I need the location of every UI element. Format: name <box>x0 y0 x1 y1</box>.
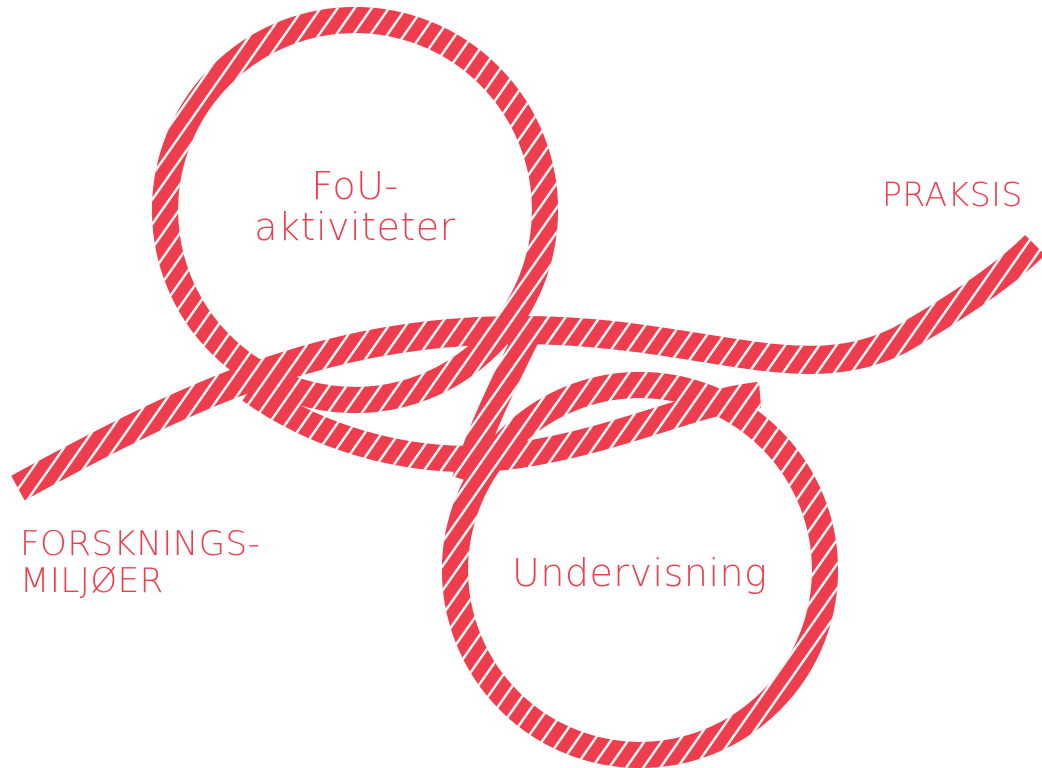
rope-strand-crossing <box>242 324 762 484</box>
rope-loop-fou <box>152 7 558 413</box>
label-forskning-line1: FORSKNINGS- <box>20 524 261 564</box>
label-fou-line2: aktiviteter <box>254 205 456 250</box>
label-fou-line1: FoU- <box>311 164 399 208</box>
label-praksis: PRAKSIS <box>882 175 1023 214</box>
rope-strand-main <box>11 235 1042 501</box>
rope-loop-undervisning <box>442 372 838 768</box>
label-undervisning: Undervisning <box>512 551 768 595</box>
label-forskningsmiljoer: FORSKNINGS- MILJØER <box>20 526 260 599</box>
label-forskning-line2: MILJØER <box>20 560 164 601</box>
label-fou-aktiviteter: FoU- aktiviteter <box>250 164 460 250</box>
